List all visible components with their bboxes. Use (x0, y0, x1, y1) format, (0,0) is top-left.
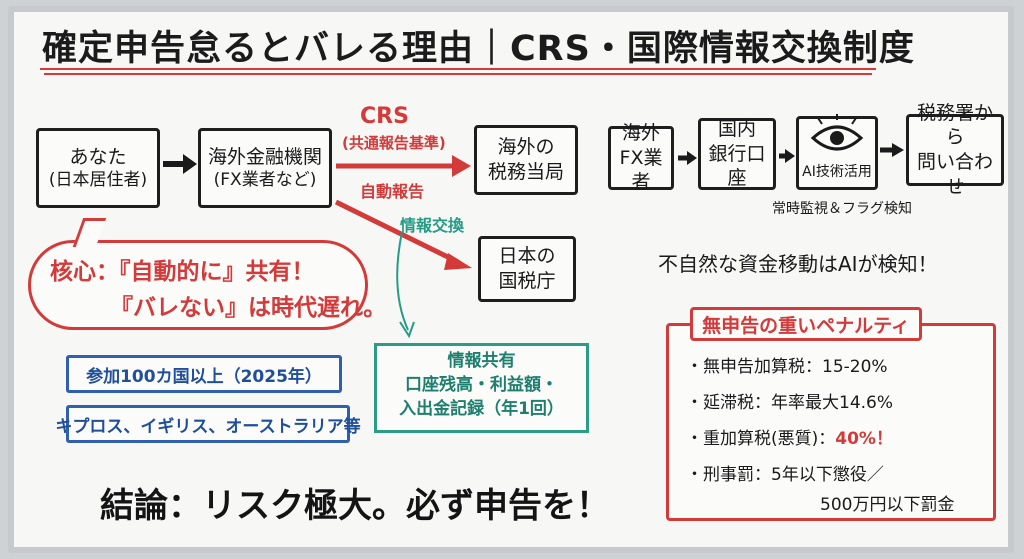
arrow-right-icon (678, 151, 697, 165)
ai-detect-note: 不自然な資金移動はAIが検知！ (658, 252, 938, 276)
box-foreign-fi: 海外金融機関 (FX業者など) (198, 128, 332, 208)
arrow-right-icon (880, 143, 904, 157)
box-you-line2: (日本居住者) (48, 170, 148, 191)
title-underline-2 (44, 73, 872, 75)
arrow-right-icon (779, 149, 795, 163)
box-tax-office: 税務署から 問い合わせ (906, 102, 1004, 198)
box-tax-office-line1: 税務署から (916, 101, 993, 149)
crs-sub-label: (共通報告基準) (342, 134, 446, 152)
arrow-right-icon (163, 154, 197, 174)
shared-info-line2: 入出金記録（年1回） (399, 398, 564, 419)
arrow-crs-icon (336, 155, 471, 177)
box-bank-line2: 銀行口座 (708, 142, 766, 190)
box-fx-line1: 海外 (621, 121, 660, 144)
box-ai-label: AI技術活用 (802, 163, 872, 180)
box-fx-line2: FX業者 (619, 146, 663, 194)
box-foreign-tax-line2: 税務当局 (487, 161, 564, 183)
penalty-item-3-prefix: ・重加算税(悪質)： (686, 429, 836, 449)
box-bank-line1: 国内 (717, 117, 756, 140)
eye-icon (810, 114, 864, 151)
penalty-item-4-line1: ・刑事罰：5年以下懲役／ (686, 465, 884, 485)
box-foreign-tax: 海外の 税務当局 (474, 125, 578, 195)
title-underline (40, 68, 876, 70)
box-foreign-fx: 海外 FX業者 (608, 122, 674, 193)
box-nta: 日本の 国税庁 (478, 236, 576, 302)
penalty-item-2: ・延滞税：年率最大14.6% (686, 393, 894, 413)
penalty-item-1: ・無申告加算税：15-20% (686, 357, 888, 377)
box-fi-line1: 海外金融機関 (207, 145, 322, 168)
participants-count-box: 参加100カ国以上（2025年） (66, 355, 342, 393)
conclusion-text: 結論：リスク極大。必ず申告を！ (100, 486, 610, 526)
bubble-line1: 核心：『自動的に』共有！ (50, 259, 315, 285)
shared-info-box: 情報共有 口座残高・利益額・ 入出金記録（年1回） (374, 343, 589, 433)
auto-report-label: 自動報告 (360, 182, 425, 201)
box-you: あなた (日本居住者) (36, 128, 160, 208)
exchange-label: 情報交換 (400, 216, 465, 235)
penalty-item-3-value: 40%！ (835, 429, 893, 449)
bubble-line2: 『バレない』は時代遅れ。 (110, 295, 387, 321)
monitor-note: 常時監視＆フラグ検知 (772, 201, 912, 217)
penalty-item-4-line2: 500万円以下罰金 (820, 495, 955, 515)
shared-info-title: 情報共有 (447, 351, 516, 371)
penalty-box (666, 323, 996, 521)
shared-info-line1: 口座残高・利益額・ (405, 374, 558, 395)
box-you-line1: あなた (69, 145, 127, 168)
penalty-item-3: ・重加算税(悪質)：40%！ (686, 424, 893, 449)
box-domestic-bank: 国内 銀行口座 (698, 118, 776, 190)
board-title: 確定申告怠るとバレる理由｜CRS・国際情報交換制度 (42, 29, 915, 69)
arrow-share-icon (396, 231, 415, 339)
box-tax-office-line2: 問い合わせ (916, 151, 993, 198)
key-point-bubble (28, 240, 368, 330)
penalty-header: 無申告の重いペナルティ (690, 307, 922, 341)
crs-label: CRS (360, 104, 409, 129)
box-fi-line2: (FX業者など) (213, 170, 317, 191)
participants-examples-box: キプロス、イギリス、オーストラリア等 (55, 405, 361, 443)
arrow-exchange-icon (334, 199, 472, 270)
box-nta-line1: 日本の (498, 245, 556, 268)
box-foreign-tax-line1: 海外の (497, 136, 555, 159)
box-nta-line2: 国税庁 (498, 270, 556, 292)
